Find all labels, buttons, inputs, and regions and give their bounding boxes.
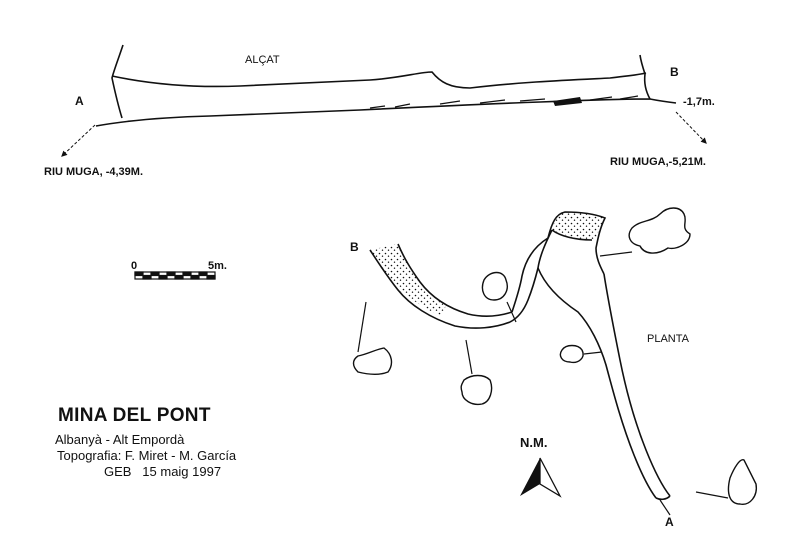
survey-text: Topografia: F. Miret - M. García — [57, 448, 237, 463]
connector-lines — [357, 251, 729, 516]
elevation-label: ALÇAT — [245, 54, 280, 66]
plan-label: PLANTA — [647, 333, 689, 345]
point-b-elevation: B — [670, 65, 679, 79]
point-a-plan: A — [665, 515, 674, 529]
rock-outlines — [352, 207, 757, 505]
location-text: Albanyà - Alt Empordà — [55, 432, 185, 447]
north-label: N.M. — [520, 435, 548, 450]
map-title: MINA DEL PONT — [58, 405, 211, 426]
river-left-label: RIU MUGA, -4,39M. — [44, 166, 144, 178]
chamber-fill — [552, 212, 605, 240]
credit-text: GEB 15 maig 1997 — [104, 464, 222, 479]
arrow-river-right-icon — [675, 111, 707, 144]
scale-start: 0 — [131, 260, 138, 272]
arrow-river-left-icon — [61, 124, 96, 157]
north-arrow-icon — [520, 457, 562, 498]
scale-end: 5m. — [208, 260, 227, 272]
plan-view — [369, 211, 671, 501]
elevation-profile — [95, 44, 677, 127]
entrance-b-fill — [370, 244, 446, 316]
point-b-plan: B — [350, 240, 359, 254]
scale-bar — [134, 271, 216, 280]
point-a-elevation: A — [75, 94, 84, 108]
elevation-b-value: -1,7m. — [683, 96, 715, 108]
river-right-label: RIU MUGA,-5,21M. — [610, 156, 706, 168]
